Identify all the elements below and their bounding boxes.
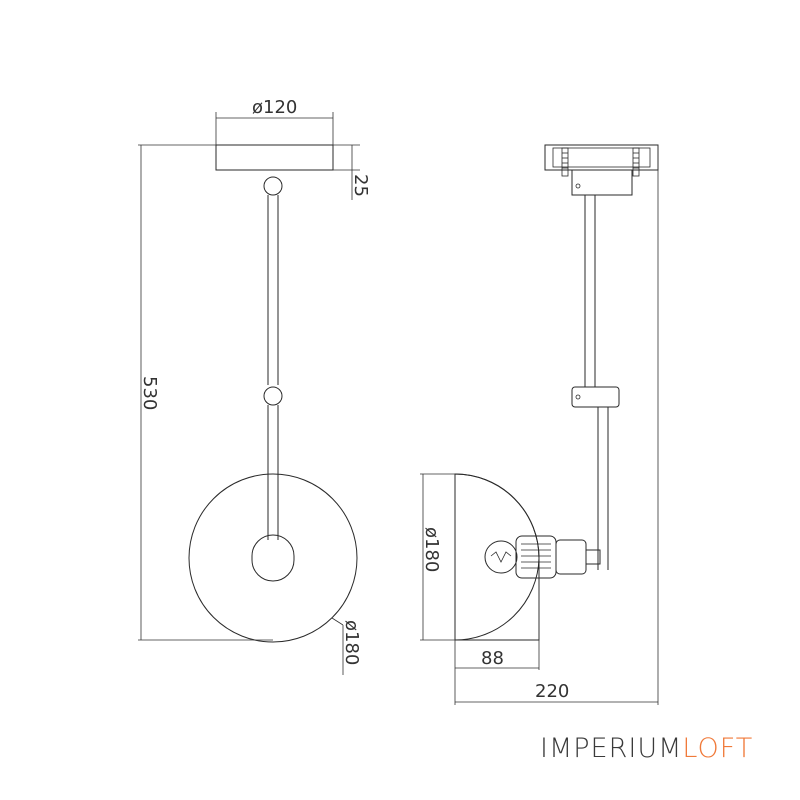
canopy-diameter-label: ø120 xyxy=(252,97,297,118)
shade-diameter-side-label: ø180 xyxy=(421,527,442,572)
brand-name-part2: LOFT xyxy=(682,733,754,764)
shade-side xyxy=(454,473,540,641)
shade-diameter-front-label: ø180 xyxy=(341,620,362,665)
middle-ball-joint xyxy=(263,386,283,406)
front-view: ø120 25 530 ø180 xyxy=(138,97,371,675)
side-view: ø180 88 220 xyxy=(420,144,659,705)
socket-front xyxy=(251,534,295,582)
canopy-side-inner xyxy=(552,147,651,168)
shade-disc-front xyxy=(188,473,358,643)
mounting-bracket xyxy=(571,169,633,196)
bracket-screw-icon xyxy=(575,183,581,189)
shade-depth-label: 88 xyxy=(481,648,504,669)
joint-screw-icon xyxy=(575,394,581,400)
total-projection-label: 220 xyxy=(535,681,569,702)
shade-leader xyxy=(331,617,344,626)
bulb-filament xyxy=(490,551,512,563)
canopy-front xyxy=(215,144,334,171)
mounting-screw-right xyxy=(632,147,640,177)
canopy-height-label: 25 xyxy=(350,174,371,197)
mounting-screw-left xyxy=(561,147,569,177)
total-height-label: 530 xyxy=(139,376,160,410)
bulb-icon xyxy=(484,540,518,574)
brand-logo: IMPERIUMLOFT xyxy=(540,733,753,764)
joint-block xyxy=(571,386,620,408)
shade-side-arc xyxy=(454,473,540,641)
top-ball-joint xyxy=(263,176,283,196)
brand-name-part1: IMPERIUM xyxy=(540,733,683,764)
socket-ring xyxy=(515,535,557,579)
socket-connector xyxy=(585,549,601,565)
socket-body xyxy=(555,539,587,575)
